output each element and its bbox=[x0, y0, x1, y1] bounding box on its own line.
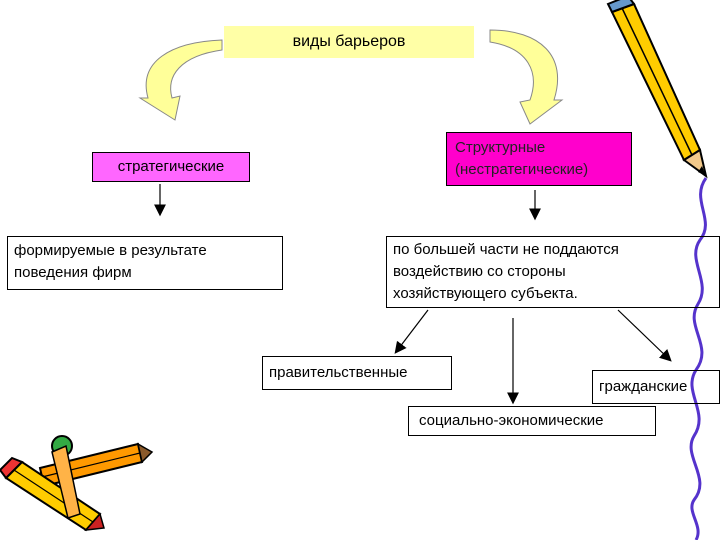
formed-line-1: формируемые в результате bbox=[14, 242, 207, 259]
crayons-icon bbox=[0, 435, 154, 532]
strategic-text: стратегические bbox=[117, 158, 225, 175]
squiggle-line-icon bbox=[689, 177, 708, 540]
structural-line-1: Структурные bbox=[455, 139, 546, 156]
arrow-mostly-gov bbox=[394, 309, 429, 354]
curved-arrow-left bbox=[138, 39, 223, 121]
civil-box: гражданские bbox=[592, 370, 720, 404]
title-box: виды барьеров bbox=[224, 26, 474, 58]
mostly-line-3: хозяйствующего субъекта. bbox=[393, 285, 578, 302]
formed-box: формируемые в результате поведения фирм bbox=[7, 236, 283, 290]
structural-line-2: (нестратегические) bbox=[455, 161, 589, 178]
formed-line-2: поведения фирм bbox=[14, 264, 132, 281]
title-text: виды барьеров bbox=[292, 33, 406, 50]
strategic-box: стратегические bbox=[92, 152, 250, 182]
arrow-mostly-civil bbox=[617, 309, 672, 362]
socio-box: социально-экономические bbox=[408, 406, 656, 436]
gov-text: правительственные bbox=[269, 364, 408, 381]
civil-text: гражданские bbox=[599, 378, 688, 395]
structural-box: Структурные (нестратегические) bbox=[446, 132, 632, 186]
pencil-icon bbox=[606, 0, 708, 179]
gov-box: правительственные bbox=[262, 356, 452, 390]
mostly-box: по большей части не поддаются воздействи… bbox=[386, 236, 720, 308]
socio-text: социально-экономические bbox=[419, 412, 604, 429]
mostly-line-2: воздействию со стороны bbox=[393, 263, 566, 280]
curved-arrow-right bbox=[489, 29, 564, 125]
mostly-line-1: по большей части не поддаются bbox=[393, 241, 619, 258]
